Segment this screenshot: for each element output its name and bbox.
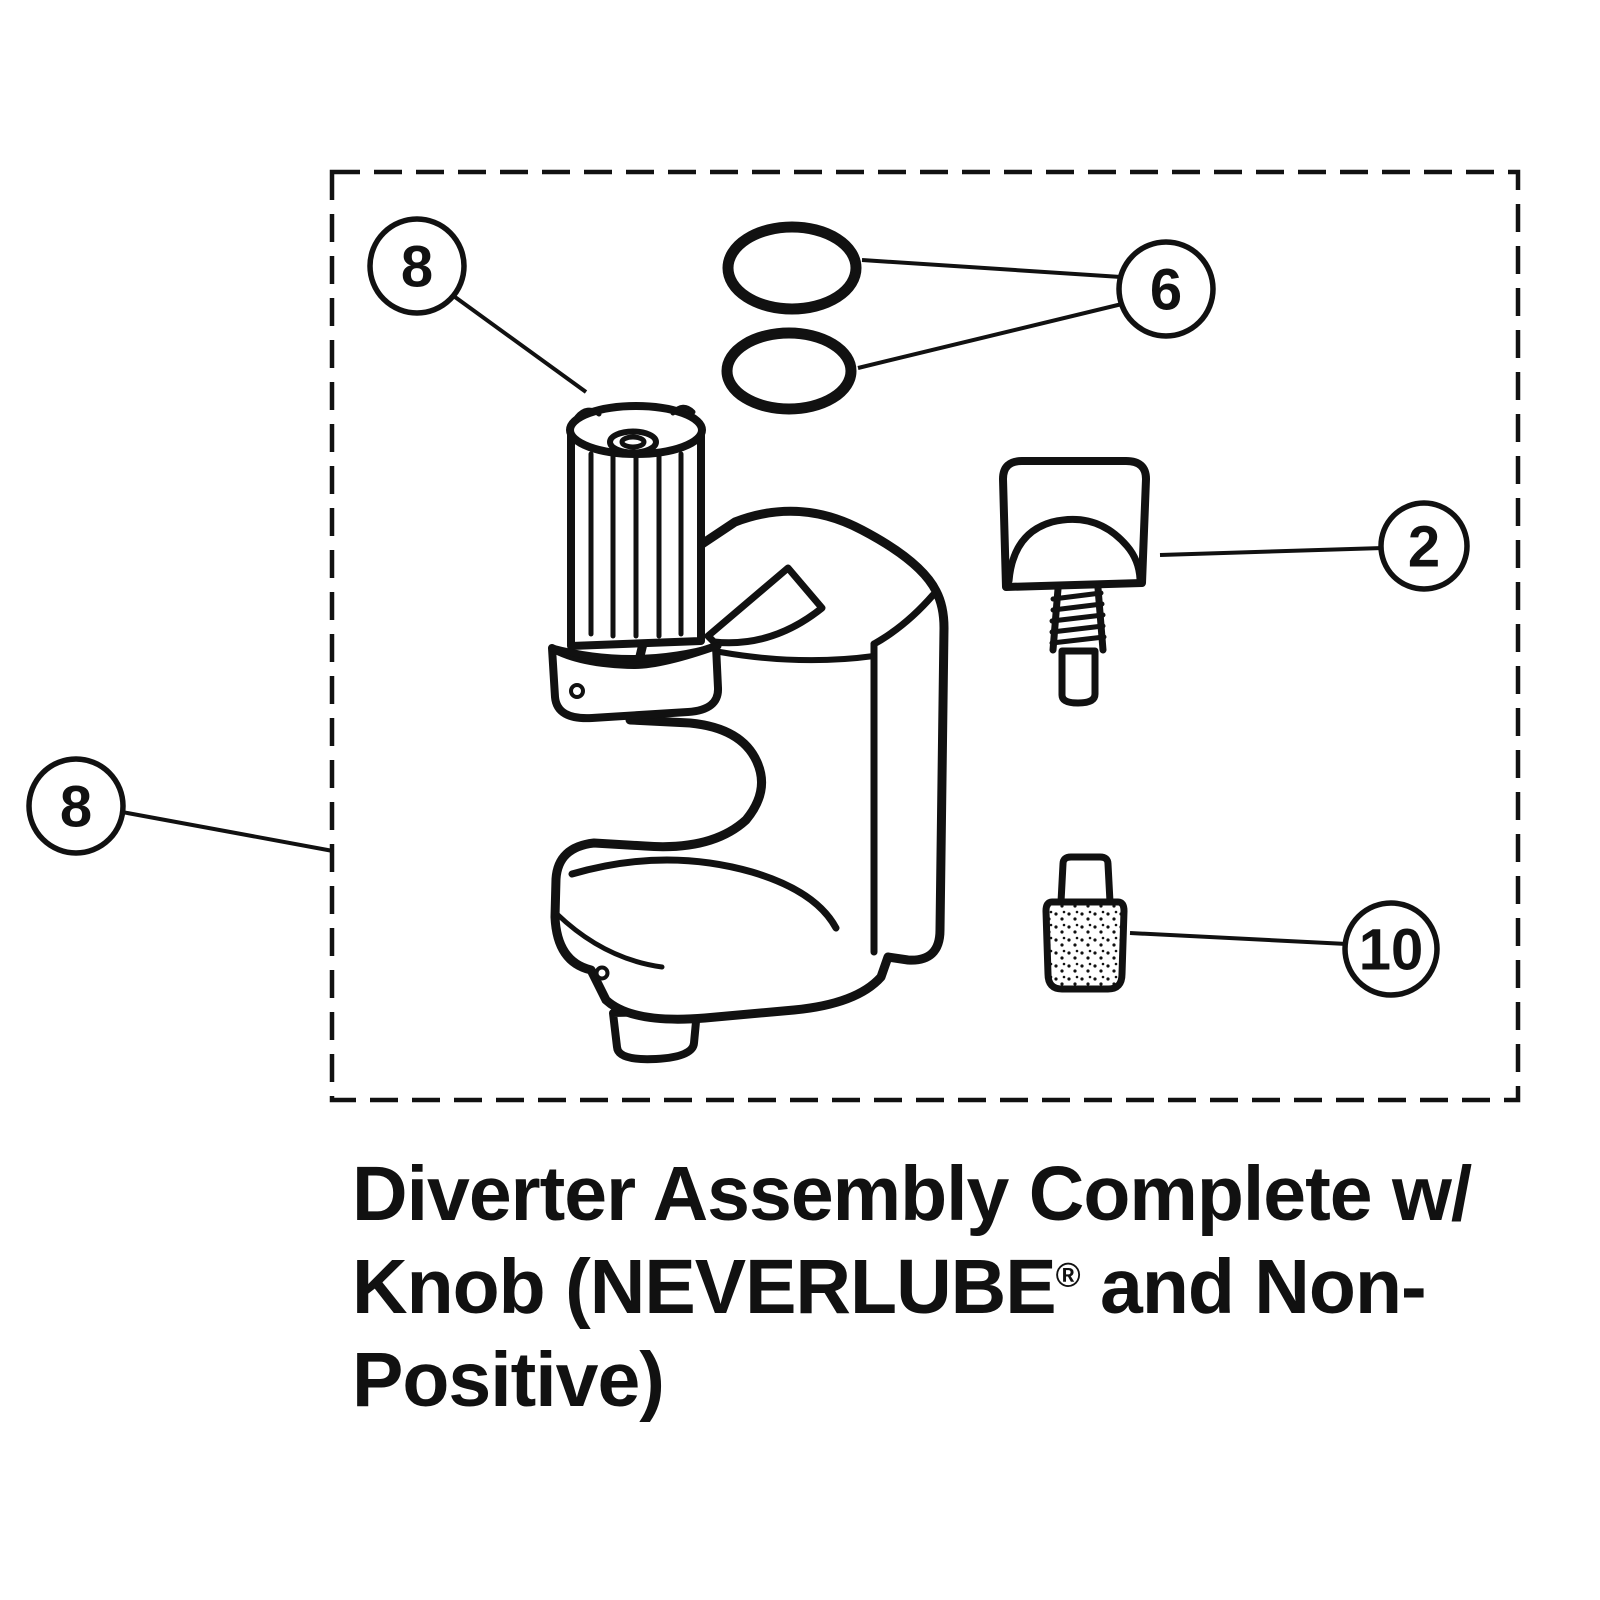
part-knob [999,457,1150,707]
callout-plug-circle [1342,900,1440,998]
knob-tip [1058,647,1099,707]
leader-line-oring-lower [857,302,1123,370]
callout-orings: 6 [1116,239,1216,339]
callout-orings-number: 6 [1150,258,1182,323]
knob-head [999,457,1150,591]
diverter-triangle-cutout [704,564,826,647]
callout-orings-circle [1116,239,1216,339]
plug-top [1057,853,1114,906]
callout-plug: 10 [1342,900,1440,998]
diagram-caption: Diverter Assembly Complete w/ Knob (NEVE… [352,1148,1552,1427]
diverter-slab-top-edge [870,591,937,648]
diverter-collar-rim [548,642,722,662]
callout-knob: 2 [1378,500,1470,592]
diverter-foot-hole [594,965,610,981]
leader-line-oring-upper [861,258,1122,279]
leader-lines [121,258,1384,946]
caption-line-3-text: Positive) [352,1337,665,1423]
diverter-arm-front-edge [717,649,877,664]
caption-line-2-tail: and Non- [1079,1244,1427,1330]
part-o-rings [721,221,862,415]
caption-line-2-text: Knob (NEVERLUBE [352,1244,1057,1330]
callout-knob-number: 2 [1408,515,1440,580]
o-ring-lower [721,327,857,415]
diverter-collar-hole [569,683,585,699]
knob-thread-right-edge [1094,584,1107,654]
knob-threads [1049,590,1107,646]
diverter-stem-bore-inner [619,434,647,450]
callout-assembly: 8 [26,756,126,856]
diverter-stem-flutes [588,449,684,639]
diverter-stem-bore-outer [607,428,659,456]
caption-line-3: Positive) [352,1334,1552,1427]
callout-stem-circle [367,216,467,316]
knob-dome [1005,515,1144,585]
diverter-stem-notch-left [574,407,602,420]
callout-plug-number: 10 [1359,918,1424,983]
plug-body [1042,898,1128,993]
callout-assembly-circle [26,756,126,856]
caption-line-1: Diverter Assembly Complete w/ [352,1148,1552,1241]
callout-assembly-number: 8 [60,775,92,840]
leader-line-stem [453,295,588,394]
registered-trademark-symbol: ® [1055,1256,1081,1295]
part-plug [1042,853,1128,993]
caption-line-2: Knob (NEVERLUBE® and Non- [352,1241,1552,1334]
diverter-foot-top-edge [568,856,840,932]
diverter-foot-bottom-edge [554,911,665,970]
leader-line-plug [1129,931,1348,946]
callout-stem: 8 [367,216,467,316]
dashed-assembly-border [329,169,1521,1103]
leader-line-assembly [121,810,334,853]
callout-knob-circle [1378,500,1470,592]
leader-line-knob [1159,546,1384,557]
caption-line-1-text: Diverter Assembly Complete w/ [352,1151,1472,1237]
part-diverter-body [548,402,949,1064]
diverter-stem-notch-right [670,404,696,416]
o-ring-upper [722,221,862,315]
callout-stem-number: 8 [401,235,433,300]
